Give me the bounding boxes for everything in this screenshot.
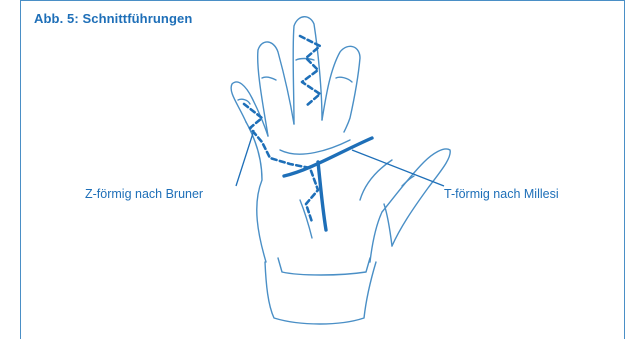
hand-outline: [231, 17, 450, 324]
millesi-t-incision: [284, 138, 372, 230]
bruner-label: Z-förmig nach Bruner: [85, 187, 203, 201]
bruner-zigzag-incision: [244, 36, 320, 222]
millesi-label: T-förmig nach Millesi: [444, 187, 559, 201]
label-leaders: [236, 130, 444, 186]
